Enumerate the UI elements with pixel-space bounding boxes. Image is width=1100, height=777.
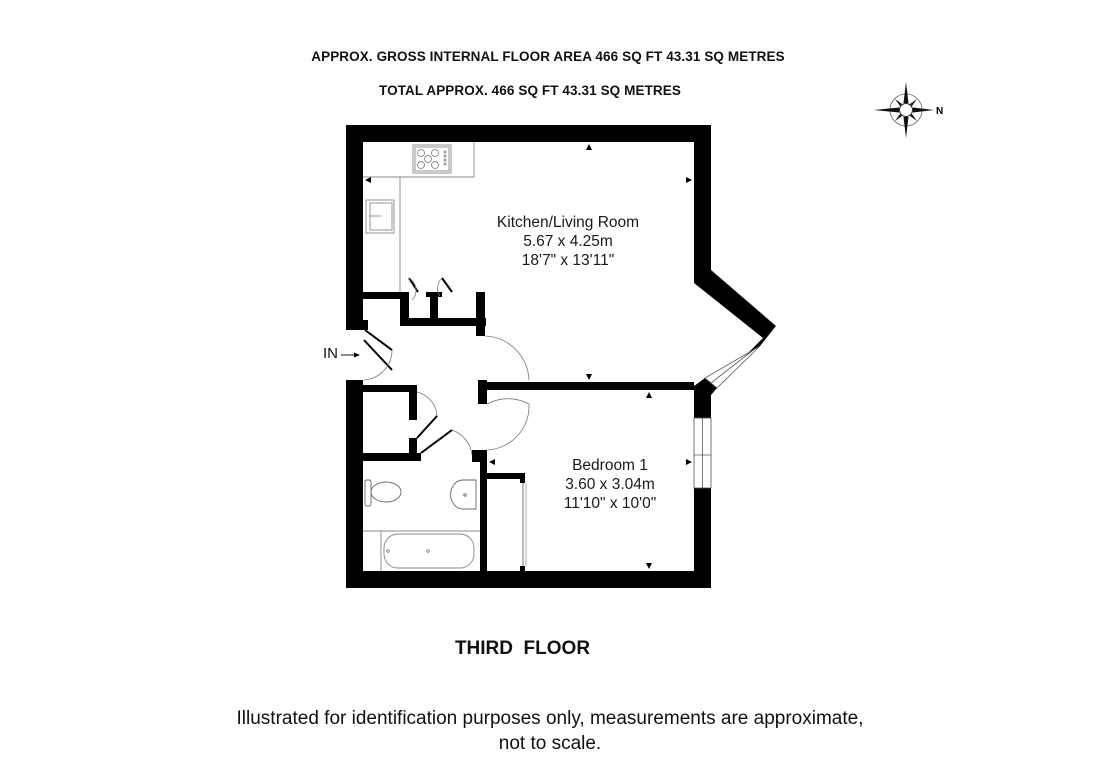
- kitchen-worktop: [363, 142, 475, 292]
- room-imperial-size: 11'10" x 10'0": [563, 495, 657, 512]
- room-name: Kitchen/Living Room: [496, 214, 640, 231]
- kitchen-sink-icon: [365, 199, 395, 234]
- room-metric-size: 3.60 x 3.04m: [565, 476, 655, 493]
- doors: [363, 277, 530, 566]
- hob-icon: [412, 144, 452, 174]
- room-metric-size: 5.67 x 4.25m: [523, 233, 613, 250]
- room-label-kitchen-living: Kitchen/Living Room 5.67 x 4.25m 18'7" x…: [448, 213, 688, 270]
- room-imperial-size: 18'7" x 13'11": [521, 252, 615, 269]
- floor-title: THIRD FLOOR: [454, 638, 591, 659]
- compass-rose-icon: N: [874, 82, 943, 138]
- disclaimer-line-2: not to scale.: [498, 733, 602, 754]
- arrow-right-icon: [341, 352, 360, 358]
- bath-icon: [363, 530, 480, 571]
- dimension-markers: [365, 144, 692, 569]
- basin-icon: [450, 479, 477, 510]
- windows: [693, 345, 761, 489]
- total-area-heading: TOTAL APPROX. 466 SQ FT 43.31 SQ METRES: [379, 83, 681, 98]
- room-name: Bedroom 1: [572, 457, 648, 474]
- room-label-bedroom-1: Bedroom 1 3.60 x 3.04m 11'10" x 10'0": [520, 456, 700, 513]
- gross-area-heading: APPROX. GROSS INTERNAL FLOOR AREA 466 SQ…: [311, 49, 785, 64]
- disclaimer: Illustrated for identification purposes …: [0, 706, 1100, 756]
- entrance-label: IN: [323, 345, 338, 362]
- toilet-icon: [364, 479, 402, 507]
- walls: [346, 125, 776, 588]
- north-label: N: [936, 106, 943, 117]
- disclaimer-line-1: Illustrated for identification purposes …: [236, 708, 864, 729]
